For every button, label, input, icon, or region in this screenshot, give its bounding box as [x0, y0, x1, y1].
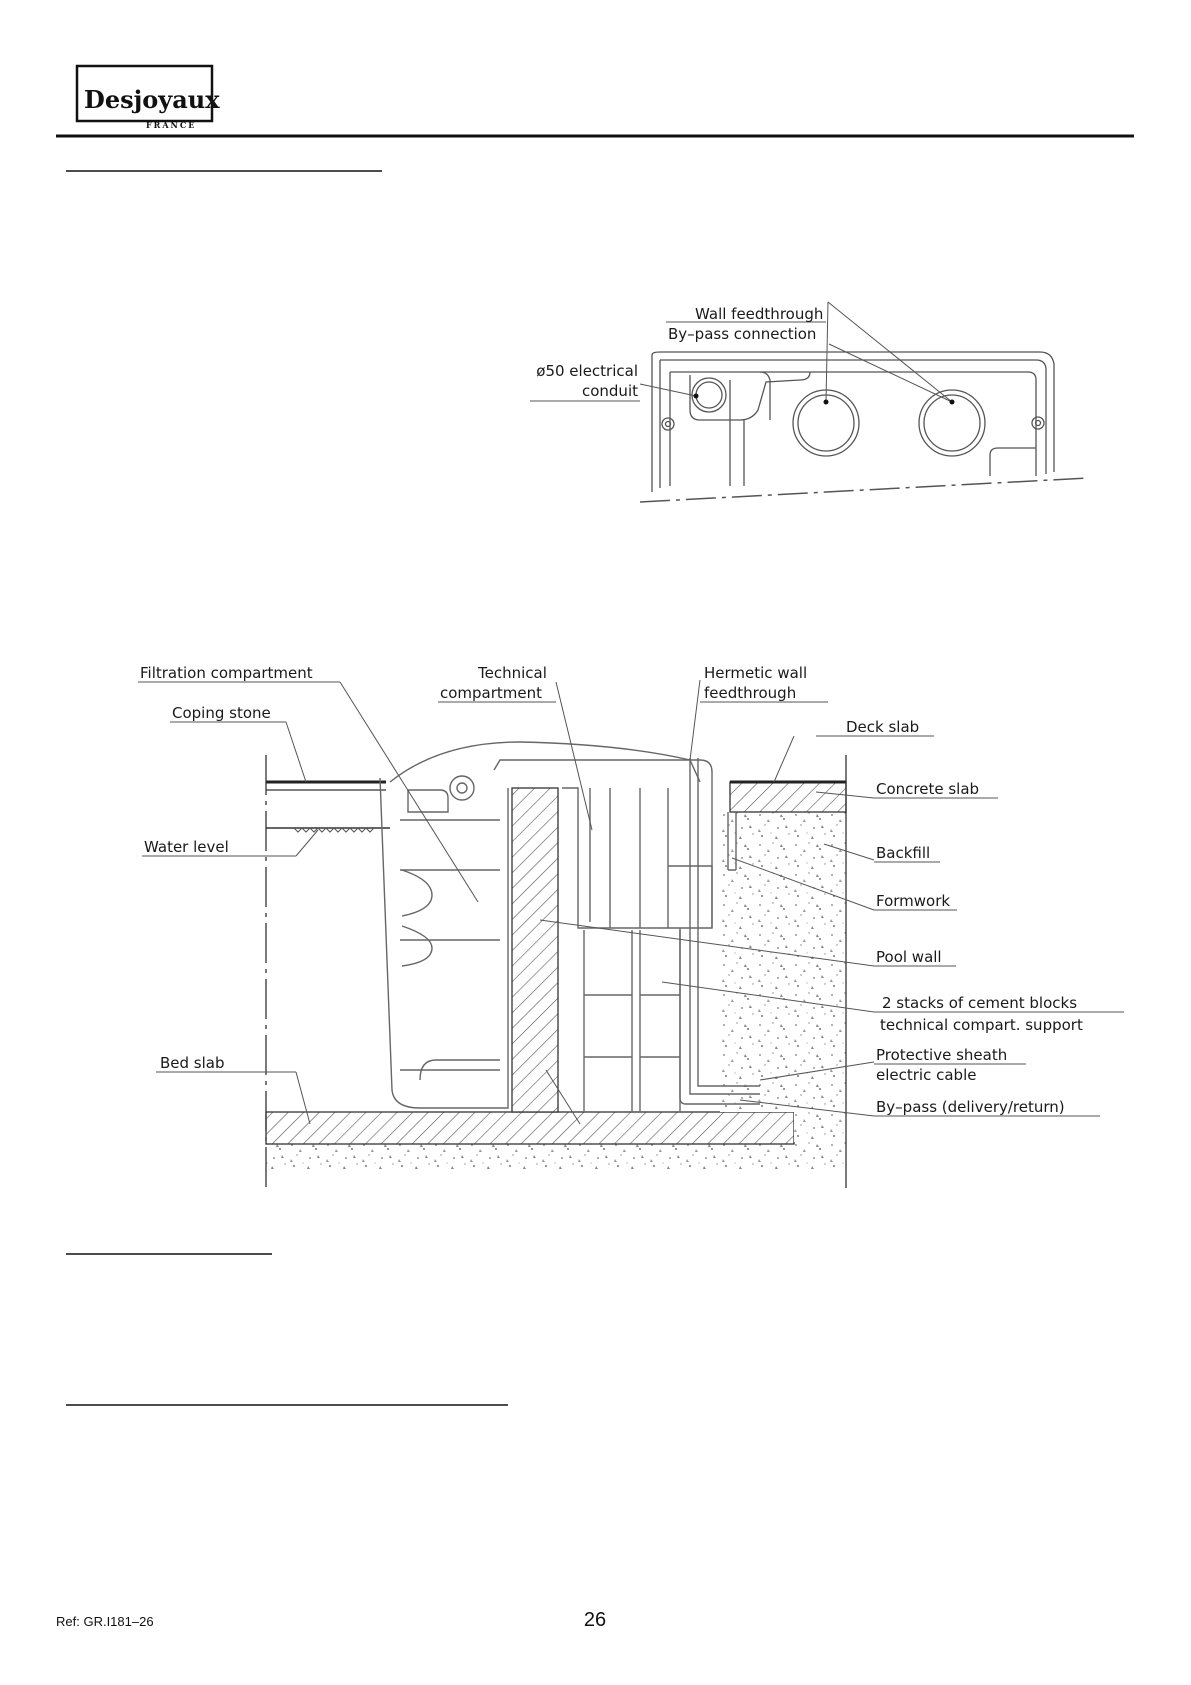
label-conduit-line2: conduit: [582, 382, 638, 400]
top-view-leaders: [530, 301, 955, 405]
label-hermetic-line2: feedthrough: [704, 684, 796, 702]
label-filtration-compartment: Filtration compartment: [140, 664, 313, 682]
label-blocks-line2: technical compart. support: [880, 1016, 1083, 1034]
label-sheath-line2: electric cable: [876, 1066, 976, 1084]
label-bypass: By–pass (delivery/return): [876, 1098, 1065, 1116]
section-view-leaders: [138, 679, 1124, 1125]
label-water-level: Water level: [144, 838, 229, 856]
label-formwork: Formwork: [876, 892, 950, 910]
label-coping-stone: Coping stone: [172, 704, 271, 722]
label-concrete-slab: Concrete slab: [876, 780, 979, 798]
label-deck-slab: Deck slab: [846, 718, 919, 736]
label-wall-feedthrough: Wall feedthrough: [695, 305, 823, 323]
label-backfill: Backfill: [876, 844, 930, 862]
page-number: 26: [584, 1609, 606, 1631]
label-conduit-line1: ø50 electrical: [536, 362, 638, 380]
label-blocks-line1: 2 stacks of cement blocks: [882, 994, 1077, 1012]
label-pool-wall: Pool wall: [876, 948, 942, 966]
label-hermetic-line1: Hermetic wall: [704, 664, 807, 682]
section-view-diagram: [265, 741, 847, 1188]
label-technical-line1: Technical: [477, 664, 547, 682]
logo-brand: Desjoyaux: [84, 85, 220, 114]
logo-country: FRANCE: [146, 120, 196, 130]
label-bypass-connection: By–pass connection: [668, 325, 816, 343]
label-bed-slab: Bed slab: [160, 1054, 225, 1072]
footer-ref: Ref: GR.I181–26: [56, 1614, 154, 1629]
desjoyaux-logo: Desjoyaux FRANCE: [75, 64, 220, 130]
label-sheath-line1: Protective sheath: [876, 1046, 1007, 1064]
top-view-diagram: [639, 351, 1089, 503]
label-technical-line2: compartment: [440, 684, 542, 702]
